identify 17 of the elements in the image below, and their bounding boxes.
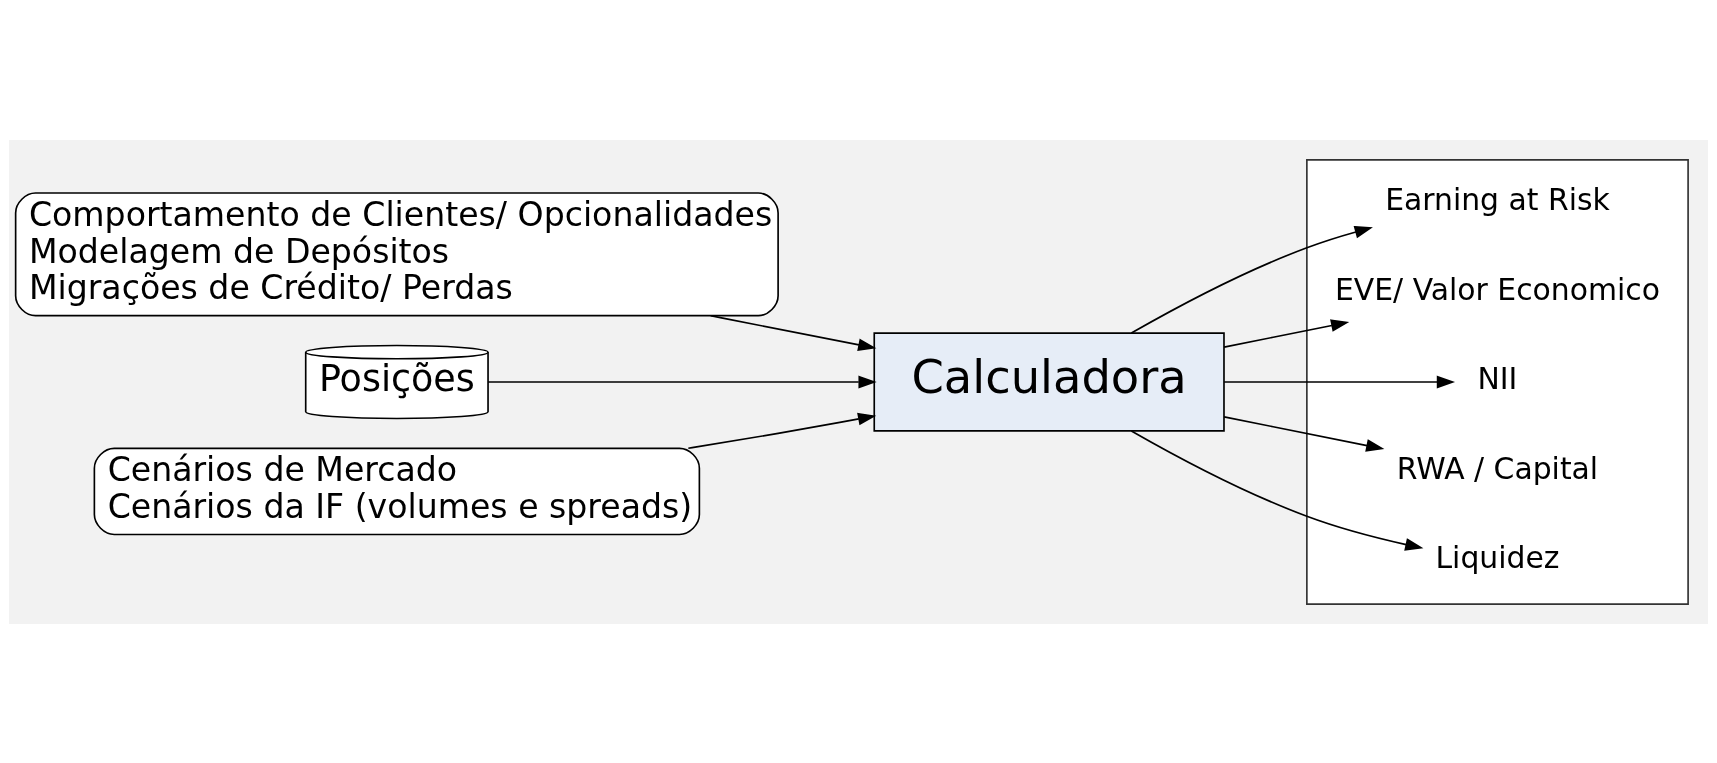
node-text: RWA / Capital bbox=[1396, 450, 1599, 486]
node-box: Comportamento de Clientes/ Opcionalidades Modelagem de Depósitos Migrações de Crédito/ Perdas bbox=[14, 191, 779, 317]
node-text: EVE/ Valor Economico bbox=[1335, 271, 1660, 307]
arrow bbox=[1130, 429, 1424, 551]
arrow bbox=[687, 412, 877, 449]
arrow bbox=[1223, 318, 1350, 348]
arrow bbox=[1130, 225, 1373, 334]
node-text: NII bbox=[1477, 360, 1518, 396]
arrow bbox=[1223, 375, 1456, 388]
node-box: Calculadora bbox=[873, 331, 1225, 432]
arrow bbox=[1223, 415, 1385, 452]
arrow bbox=[487, 375, 877, 388]
cluster bbox=[1306, 158, 1689, 605]
node-text: Liquidez bbox=[1435, 539, 1560, 575]
arrow bbox=[709, 314, 877, 351]
node-text: Earning at Risk bbox=[1385, 181, 1610, 217]
node-box: Cenários de Mercado Cenários da IF (volumes e spreads) bbox=[93, 446, 701, 535]
